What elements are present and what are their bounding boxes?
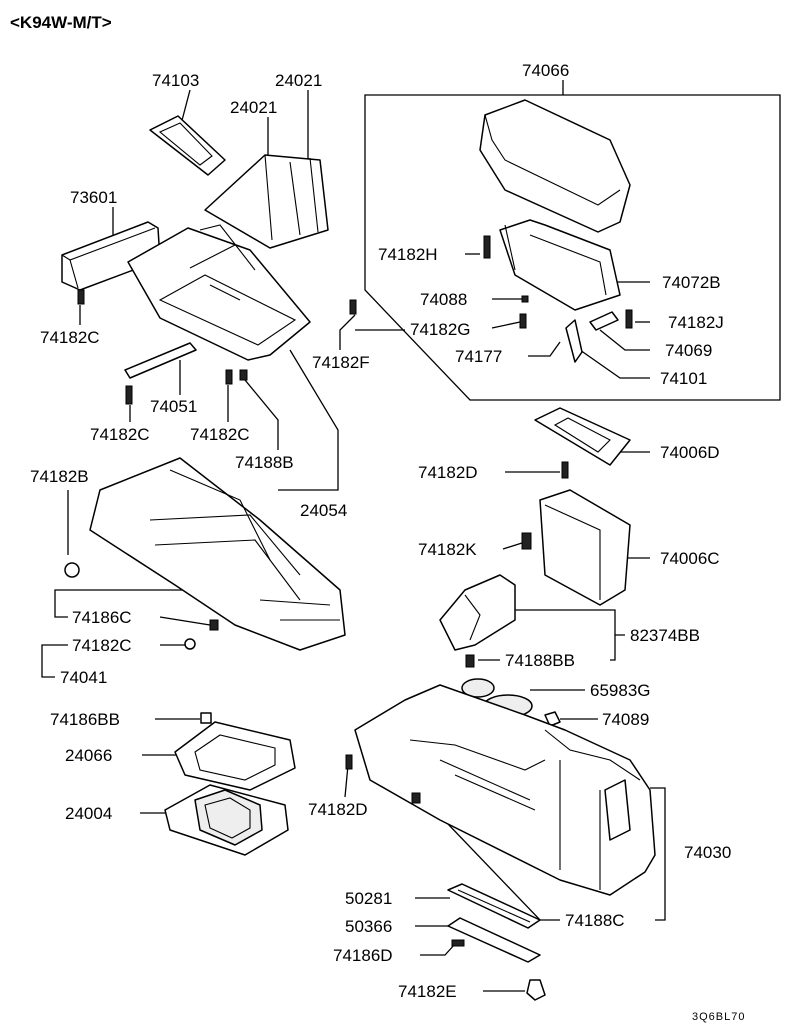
label-24054: 24054 — [300, 501, 347, 520]
part-24021-shift-boot — [204, 154, 329, 249]
label-74088: 74088 — [420, 290, 467, 309]
label-74186D: 74186D — [333, 946, 393, 965]
part-50281-tray — [447, 883, 541, 929]
label-73601: 73601 — [70, 188, 117, 207]
label-74051: 74051 — [150, 397, 197, 416]
label-74186BB: 74186BB — [50, 710, 120, 729]
part-50366-tray — [447, 917, 541, 963]
label-74182H: 74182H — [378, 245, 438, 264]
label-24004: 24004 — [65, 804, 112, 823]
part-24004-boot-base — [164, 784, 289, 856]
label-74182D-b: 74182D — [308, 800, 368, 819]
label-74186C: 74186C — [72, 608, 132, 627]
label-65983G: 65983G — [590, 681, 651, 700]
label-74066: 74066 — [522, 61, 569, 80]
label-24066: 24066 — [65, 746, 112, 765]
part-74103-shift-panel — [149, 115, 226, 176]
label-74041: 74041 — [60, 668, 107, 687]
label-74182C-b: 74182C — [90, 425, 150, 444]
part-74006D-holder — [534, 407, 631, 479]
label-74182C-c: 74182C — [190, 425, 250, 444]
part-74182E-screw — [526, 979, 546, 1001]
label-74182K: 74182K — [418, 540, 477, 559]
part-74006C-cup-box — [521, 489, 631, 606]
label-74072B: 74072B — [662, 273, 721, 292]
part-labels: 74103 24021 24021 73601 74182C 74051 741… — [30, 61, 731, 1001]
label-74182C-d: 74182C — [72, 636, 132, 655]
label-74188B: 74188B — [235, 453, 294, 472]
label-74188BB: 74188BB — [505, 651, 575, 670]
label-74103: 74103 — [152, 71, 199, 90]
label-50366: 50366 — [345, 917, 392, 936]
label-74030: 74030 — [684, 843, 731, 862]
part-82374BB-side-panel — [439, 574, 516, 668]
label-74182D-a: 74182D — [418, 463, 478, 482]
label-74182J: 74182J — [668, 313, 724, 332]
part-74030-console — [345, 684, 656, 896]
label-24021-outer: 24021 — [275, 71, 322, 90]
part-24054-upper-console — [127, 224, 311, 361]
label-74069: 74069 — [665, 341, 712, 360]
label-74182E: 74182E — [398, 982, 457, 1001]
label-74182C-a: 74182C — [40, 328, 100, 347]
label-74089: 74089 — [602, 710, 649, 729]
label-24021-inner: 24021 — [230, 98, 277, 117]
parts — [61, 99, 656, 1001]
label-74006C: 74006C — [660, 549, 720, 568]
label-74177: 74177 — [455, 347, 502, 366]
screw-set-left — [77, 289, 357, 405]
label-50281: 50281 — [345, 889, 392, 908]
label-82374BB: 82374BB — [630, 626, 700, 645]
part-74066-lid — [479, 99, 631, 233]
part-74051-strip — [124, 342, 197, 379]
figure-code: 3Q6BL70 — [692, 1011, 745, 1023]
label-74006D: 74006D — [660, 443, 720, 462]
label-74188C: 74188C — [565, 911, 625, 930]
part-74186D-clip — [451, 939, 465, 947]
label-74182B: 74182B — [30, 467, 89, 486]
part-74072B-armrest-box — [483, 219, 633, 363]
diagram-header: <K94W-M/T> — [10, 13, 112, 32]
label-74182G: 74182G — [410, 320, 471, 339]
part-74041-bracket — [64, 457, 346, 651]
part-24066-frame — [174, 712, 296, 791]
label-74101: 74101 — [660, 369, 707, 388]
label-74182F: 74182F — [312, 353, 370, 372]
